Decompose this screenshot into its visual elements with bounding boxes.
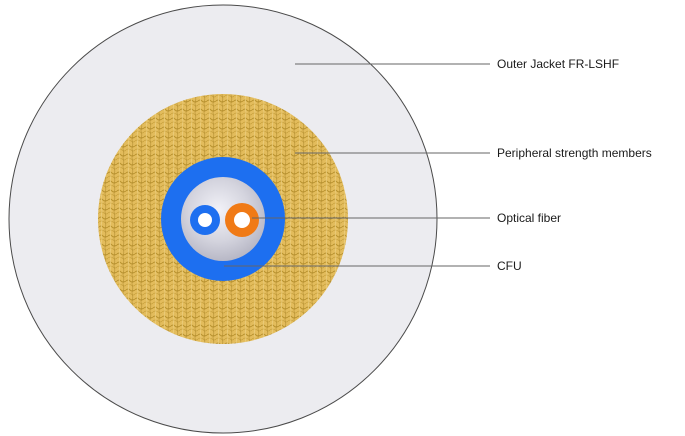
optical-fiber-orange — [225, 203, 259, 237]
cfu-core — [181, 177, 265, 261]
label-cfu: CFU — [497, 259, 522, 273]
label-optical-fiber: Optical fiber — [497, 211, 562, 225]
optical-fiber-blue — [190, 205, 220, 235]
label-outer-jacket: Outer Jacket FR-LSHF — [497, 57, 620, 71]
label-peripheral-strength-members: Peripheral strength members — [497, 146, 652, 160]
